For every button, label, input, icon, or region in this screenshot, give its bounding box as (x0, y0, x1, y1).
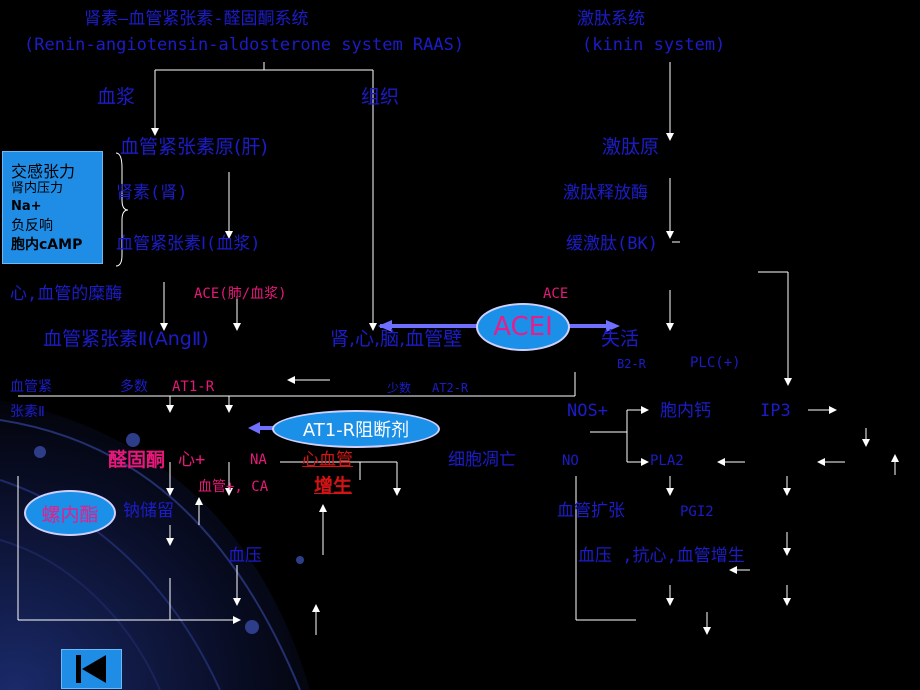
ip3-label: IP3 (760, 401, 791, 421)
vasodilation-label: 血管扩张 (557, 501, 625, 521)
heart-plus-label: 心+ (178, 450, 206, 470)
few-label: 少数 (387, 381, 412, 395)
ace-kinin-label: ACE (543, 286, 569, 302)
many-label: 多数 (120, 379, 148, 395)
na-label: NA (250, 452, 267, 468)
ang1-label: 血管紧张素Ⅰ(血浆) (116, 234, 261, 254)
hyperplasia-label: 增生 (314, 475, 353, 497)
b2r-label: B2-R (617, 357, 646, 371)
pla2-label: PLA2 (650, 453, 684, 469)
bp-left-label: 血压 (228, 546, 262, 566)
angiotensinogen-label: 血管紧张素原(肝) (120, 136, 268, 158)
back-to-start-button[interactable] (61, 649, 122, 689)
at1r-label: AT1-R (172, 379, 215, 395)
sym-item: 肾内压力 (11, 181, 64, 196)
organs-label: 肾,心,脑,血管壁 (330, 328, 463, 350)
sym-item: 负反响 (11, 218, 53, 234)
raas-subtitle: (Renin-angiotensin-aldosterone system RA… (24, 35, 465, 55)
ca-intracellular-label: 胞内钙 (660, 401, 711, 421)
bp-right-label: 血压 ,抗心,血管增生 (578, 546, 745, 566)
apoptosis-label: 细胞凋亡 (448, 450, 516, 470)
vaso-label-a: 血管紧 (10, 379, 52, 395)
vessel-ca-label: 血管+, CA (198, 479, 269, 495)
at2r-label: AT2-R (432, 381, 469, 395)
ace-lung-label: ACE(肺/血浆) (194, 286, 287, 302)
no-label: NO (562, 453, 579, 469)
sym-item: Na+ (11, 199, 42, 214)
plasma-label: 血浆 (97, 86, 136, 108)
sym-item: 交感张力 (11, 162, 76, 181)
sym-item: 胞内cAMP (11, 237, 83, 253)
dot-decoration (34, 446, 46, 458)
sodium-retention-label: 钠储留 (123, 501, 174, 521)
kininogen-label: 激肽原 (602, 136, 660, 158)
kinin-subtitle: (kinin system) (582, 35, 726, 55)
kallikrein-label: 激肽释放酶 (563, 183, 648, 203)
skip-back-icon (76, 655, 106, 683)
inactive-label: 失活 (601, 328, 640, 350)
bradykinin-label: 缓激肽(BK) (566, 234, 658, 254)
renin-label: 肾素(肾) (116, 183, 188, 203)
vaso-label-b: 张素Ⅱ (10, 404, 45, 420)
tissue-label: 组织 (361, 86, 400, 108)
nos-label: NOS+ (567, 401, 608, 421)
at1-blocker-label: AT1-R阻断剂 (302, 420, 410, 441)
at1-blocker-ellipse: AT1-R阻断剂 (272, 410, 440, 448)
aldosterone-label: 醛固酮 (108, 449, 166, 471)
spironolactone-ellipse: 螺内酯 (24, 490, 116, 536)
spironolactone-label: 螺内酯 (41, 503, 99, 526)
pgi2-label: PGI2 (680, 504, 714, 520)
kinin-title: 激肽系统 (577, 9, 645, 29)
plc-label: PLC(+) (690, 355, 741, 371)
sympathetic-factors-box: 交感张力 肾内压力 Na+ 负反响 胞内cAMP (2, 151, 103, 264)
raas-title: 肾素—血管紧张素-醛固酮系统 (84, 9, 309, 29)
acei-ellipse: ACEI (476, 303, 570, 351)
ang2-label: 血管紧张素Ⅱ(AngⅡ) (43, 328, 209, 350)
cv-label: 心血管 (302, 450, 353, 470)
acei-label: ACEI (493, 312, 553, 342)
cv-enzyme-label: 心,血管的糜酶 (10, 284, 123, 304)
